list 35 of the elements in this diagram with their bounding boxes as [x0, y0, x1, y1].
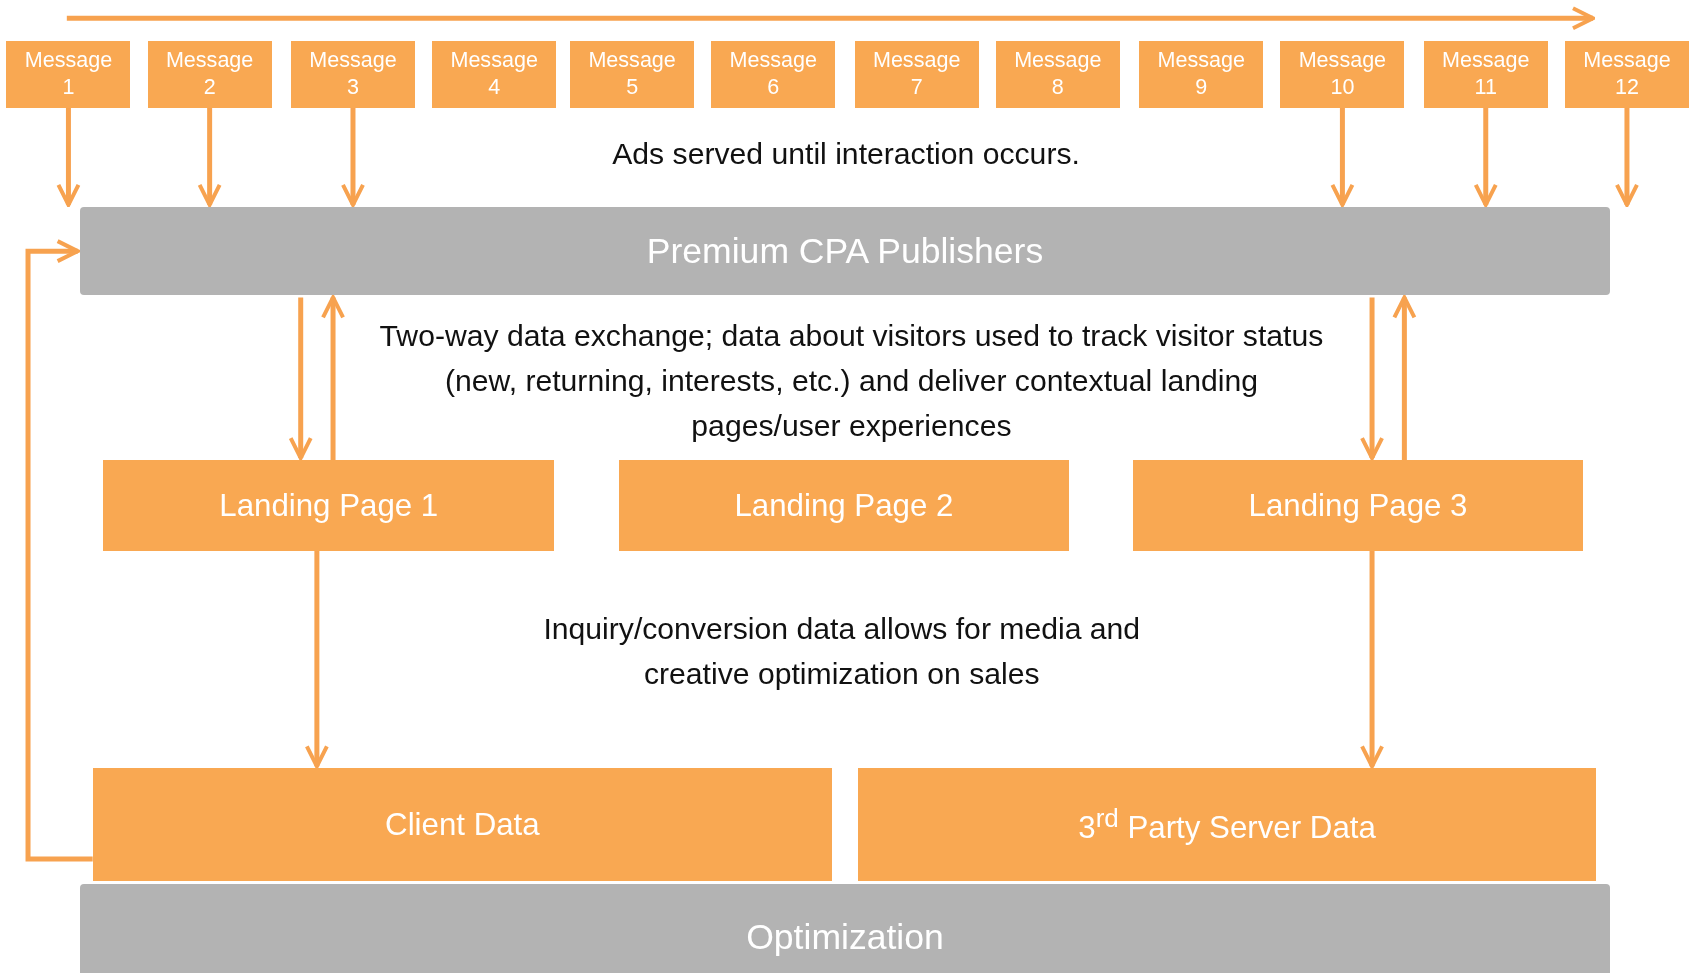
- message-box: Message 10: [1280, 40, 1405, 108]
- data-box: 3$^{rd}$ Party Server Data: [857, 768, 1597, 881]
- message-box: Message 8: [995, 40, 1120, 108]
- arrow: [197, 107, 222, 207]
- message-box: Message 6: [711, 40, 836, 108]
- publisher-bar: Premium CPA Publishers: [79, 206, 1611, 296]
- arrow: [341, 107, 365, 207]
- arrow: [1360, 550, 1385, 769]
- message-box: Message 11: [1423, 40, 1548, 108]
- annotation-text: Ads served until interaction occurs.: [611, 136, 1081, 173]
- arrow: [56, 107, 81, 207]
- message-box: Message 1: [6, 40, 131, 108]
- annotation-text: Inquiry/conversion data allows for media and creative optimization on sales: [542, 610, 1142, 692]
- arrow: [25, 239, 93, 862]
- message-box: Message 9: [1139, 40, 1264, 108]
- message-box: Message 2: [147, 40, 272, 108]
- arrow: [1392, 295, 1417, 461]
- message-box: Message 5: [570, 40, 695, 108]
- arrow: [1360, 297, 1385, 461]
- landing-page-box: Landing Page 1: [103, 460, 554, 551]
- landing-page-box: Landing Page 3: [1132, 460, 1584, 551]
- arrow: [1330, 107, 1355, 207]
- arrow: [321, 295, 346, 461]
- message-box: Message 3: [291, 40, 415, 108]
- arrow: [288, 297, 313, 461]
- arrow: [1614, 107, 1639, 207]
- data-box: Client Data: [92, 768, 833, 881]
- message-box: Message 12: [1564, 40, 1689, 108]
- arrow: [1473, 107, 1498, 207]
- optimization-bar: Optimization: [79, 883, 1611, 973]
- landing-page-box: Landing Page 2: [618, 460, 1070, 551]
- annotation-text: Two-way data exchange; data about visitors used to track visitor status (new, returning, interests, etc.) and deliver contextual landing pages/user experiences: [378, 317, 1325, 445]
- arrow: [304, 550, 329, 769]
- message-box: Message 4: [432, 40, 557, 108]
- message-box: Message 7: [854, 40, 979, 108]
